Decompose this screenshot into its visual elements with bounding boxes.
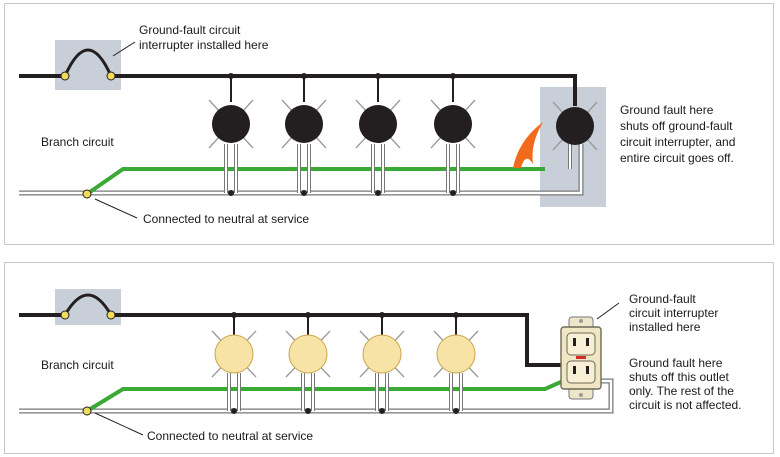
spark-icon [513,122,543,168]
gfci-callout: Ground-fault circuit interrupter install… [139,23,269,52]
callout-line [112,41,136,57]
hot-wire [19,313,565,367]
breaker-switch [63,293,113,316]
neutral-junction [82,406,92,416]
hot-wire [19,74,577,106]
neutral-callout: Connected to neutral at service [147,429,313,443]
branch-circuit-label: Branch circuit [41,358,114,372]
ground-wire [85,167,545,196]
neutral-wire [19,144,583,195]
lamp-fault [552,101,598,169]
diagram-panel-outlet-gfci: Ground-fault circuit interrupter install… [4,262,774,454]
gfci-callout: Ground-fault circuit interrupter install… [629,292,722,334]
breaker-terminal [60,71,70,81]
neutral-callout: Connected to neutral at service [143,212,309,226]
ground-wire [85,379,564,413]
diagram-panel-breaker-gfci: Ground-fault circuit interrupter install… [4,3,774,245]
breaker-terminal [106,71,116,81]
gfci-outlet-icon [560,316,602,400]
lamp [359,312,405,414]
branch-circuit-label: Branch circuit [41,135,114,149]
lamp [281,73,327,196]
breaker-terminal [60,310,70,320]
outlet-gfci-diagram: Ground-fault circuit interrupter install… [19,289,742,443]
lamp [433,312,479,414]
callout-line [596,302,620,320]
breaker-switch [63,48,113,77]
callout-line [94,198,138,219]
breaker-gfci-diagram: Ground-fault circuit interrupter install… [19,23,739,226]
fault-note: Ground fault here shuts off ground-fault… [620,103,739,165]
lamp [355,73,401,196]
breaker-box [55,40,121,90]
fault-note: Ground fault here shuts off this outlet … [629,356,742,412]
lamp [208,73,254,196]
lamp [211,312,257,414]
neutral-junction [82,189,92,199]
callout-line [94,412,144,436]
lamp [430,73,476,196]
lamp [285,312,331,414]
breaker-terminal [106,310,116,320]
